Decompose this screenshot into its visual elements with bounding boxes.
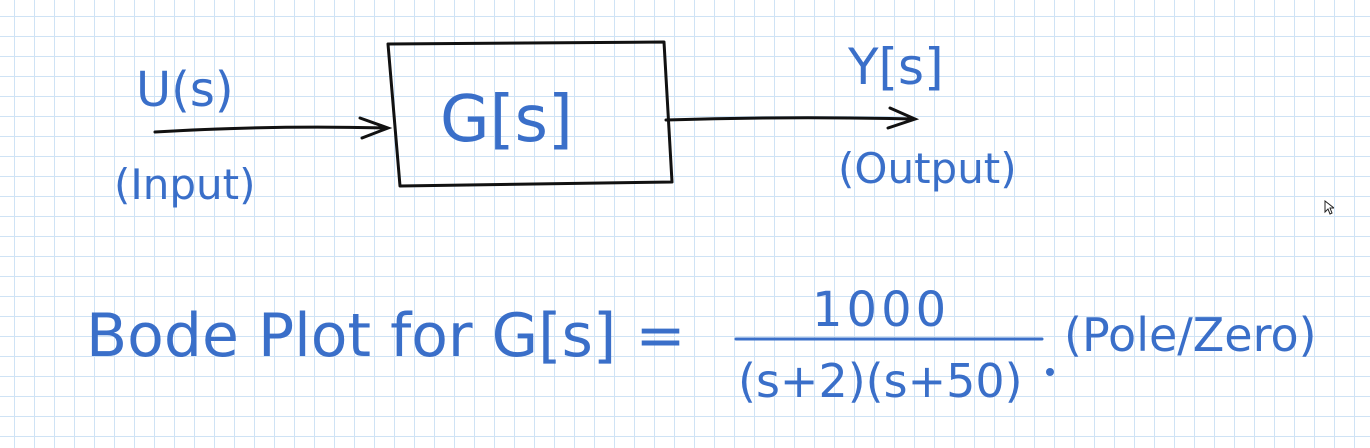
input-arrow — [153, 116, 393, 140]
equation-suffix: (Pole/Zero) — [1064, 308, 1317, 362]
system-block — [386, 40, 674, 188]
equation-prefix: Bode Plot for G[s] = — [86, 301, 686, 371]
mouse-pointer-icon — [1324, 200, 1334, 215]
input-caption: (Input) — [114, 160, 256, 209]
equation-numerator: 1000 — [812, 282, 951, 338]
multiply-dot — [1046, 368, 1054, 376]
block-transfer-label: G[s] — [440, 83, 573, 157]
equation-denominator: (s+2)(s+50) — [738, 354, 1023, 408]
output-signal-label: Y[s] — [848, 38, 944, 96]
output-arrow — [664, 106, 920, 130]
output-caption: (Output) — [838, 144, 1017, 193]
input-signal-label: U(s) — [136, 62, 234, 118]
